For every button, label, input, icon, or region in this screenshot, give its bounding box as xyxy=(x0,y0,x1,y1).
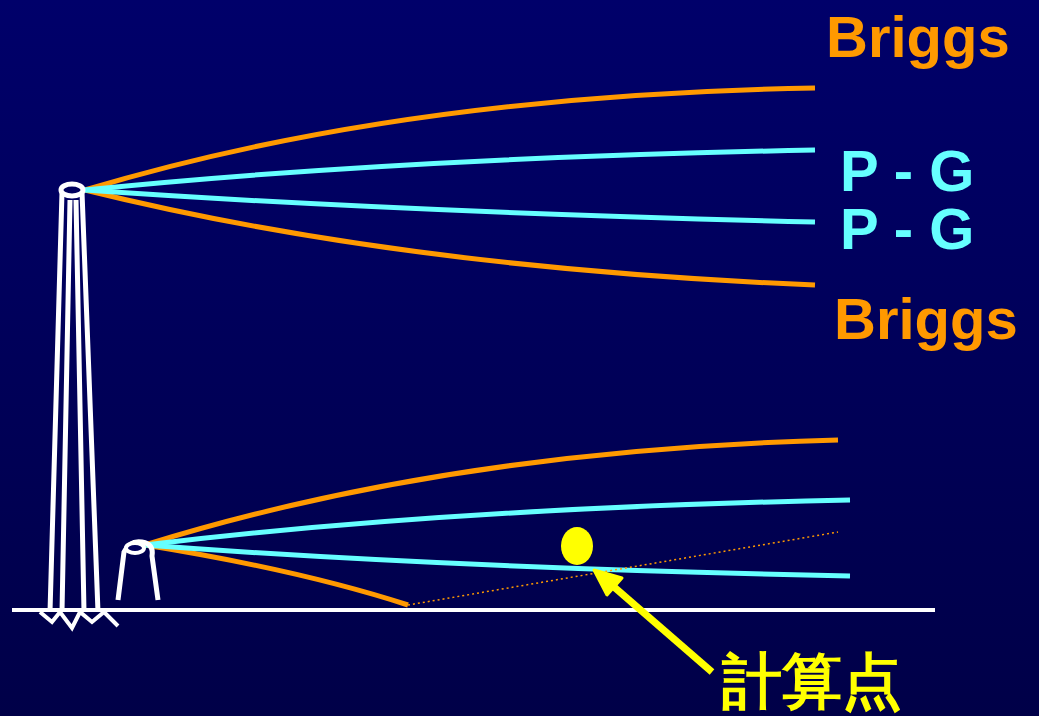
small-stack xyxy=(118,542,158,600)
pg-plume-edge xyxy=(85,150,815,190)
pointer-arrow xyxy=(606,580,712,672)
ground-line xyxy=(12,608,935,612)
method-label: P - G xyxy=(840,142,974,200)
briggs-plume-edge xyxy=(85,88,815,190)
briggs-plume-edge xyxy=(145,440,838,545)
method-label: Briggs xyxy=(826,8,1010,66)
briggs-plume-edge xyxy=(85,190,815,285)
chimney-top xyxy=(61,184,83,196)
pg-plume-edge xyxy=(85,190,815,222)
method-label: P - G xyxy=(840,200,974,258)
pg-plume-edge xyxy=(145,545,850,576)
method-label: Briggs xyxy=(834,290,1018,348)
chimney-base xyxy=(40,612,118,628)
calculation-point xyxy=(561,527,593,565)
pg-plume-edge xyxy=(145,500,850,545)
small-stack-top xyxy=(126,543,144,553)
chimney xyxy=(50,192,98,612)
pointer-arrowhead xyxy=(594,570,622,595)
point-label: 計算点 xyxy=(722,652,902,712)
